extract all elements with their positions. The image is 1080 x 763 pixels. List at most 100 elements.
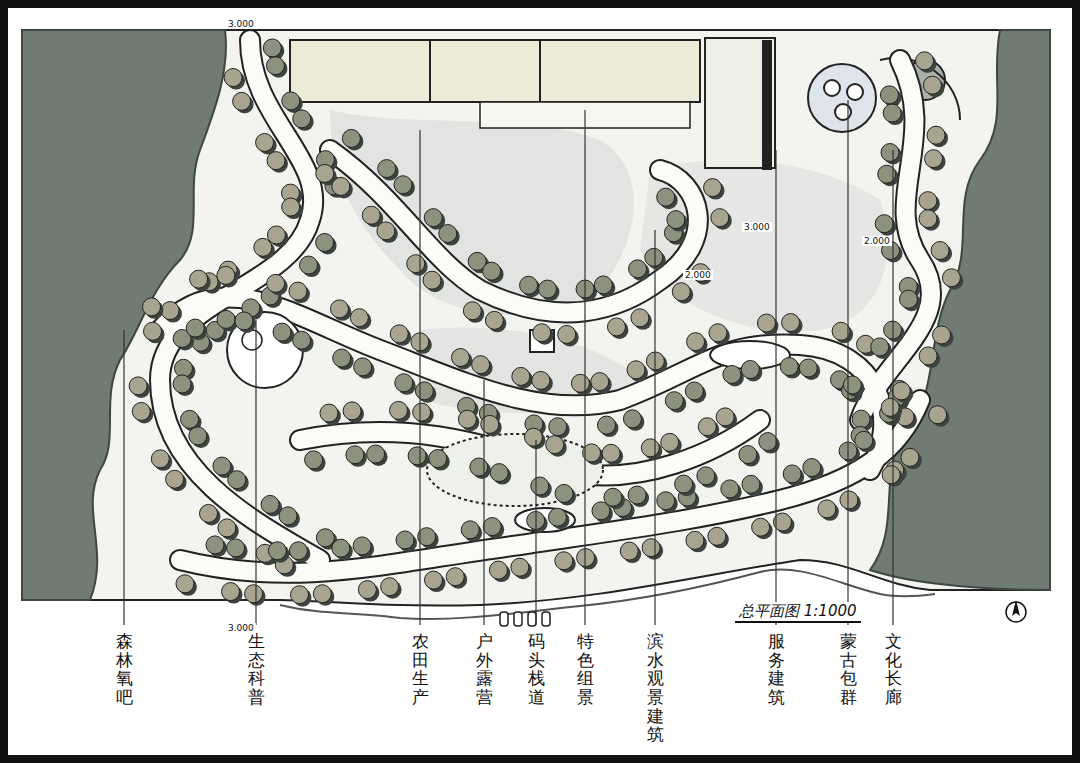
zone-label-holder: 农田生产 — [412, 632, 429, 707]
tree-symbol — [396, 531, 414, 549]
tree-symbol — [333, 349, 351, 367]
tree-symbol — [217, 310, 235, 328]
tree-symbol — [597, 416, 615, 434]
zone-label-holder: 滨水观景建筑 — [647, 632, 664, 744]
tree-symbol — [424, 209, 442, 227]
tree-symbol — [186, 319, 204, 337]
tree-symbol — [289, 282, 307, 300]
tree-symbol — [353, 537, 371, 555]
tree-symbol — [350, 309, 368, 327]
zone-label: 农田生产 — [412, 632, 429, 707]
tree-symbol — [882, 466, 900, 484]
tree-symbol — [483, 518, 501, 536]
tree-symbol — [289, 542, 307, 560]
tree-symbol — [875, 215, 893, 233]
tree-symbol — [919, 192, 937, 210]
tree-symbol — [687, 333, 705, 351]
tree-symbol — [143, 298, 161, 316]
zone-label: 文化长廊 — [885, 632, 902, 707]
tree-symbol — [176, 575, 194, 593]
tree-symbol — [144, 322, 162, 340]
tree-symbol — [667, 211, 685, 229]
tree-symbol — [377, 222, 395, 240]
tree-symbol — [641, 439, 659, 457]
zone-label-holder: 码头栈道 — [528, 632, 545, 707]
tree-symbol — [413, 403, 431, 421]
zone-label: 森林氧吧 — [116, 632, 133, 707]
tree-symbol — [293, 110, 311, 128]
tree-symbol — [199, 504, 217, 522]
tree-symbol — [342, 129, 360, 147]
tree-symbol — [881, 398, 899, 416]
tree-symbol — [520, 276, 538, 294]
tree-symbol — [235, 312, 253, 330]
tree-symbol — [923, 76, 941, 94]
tree-symbol — [916, 52, 934, 70]
tree-symbol — [657, 492, 675, 510]
tree-symbol — [472, 356, 490, 374]
tree-symbol — [378, 160, 396, 178]
tree-symbol — [665, 392, 683, 410]
tree-symbol — [189, 427, 207, 445]
tree-symbol — [267, 274, 285, 292]
tree-symbol — [708, 527, 726, 545]
tree-symbol — [929, 406, 947, 424]
tree-symbol — [799, 359, 817, 377]
tree-symbol — [463, 302, 481, 320]
plan-title: 总平面图 1:1000 — [735, 602, 861, 623]
tree-symbol — [282, 92, 300, 110]
tree-symbol — [293, 331, 311, 349]
tree-symbol — [721, 480, 739, 498]
zone-label-holder: 生态科普 — [248, 632, 265, 707]
tree-symbol — [623, 410, 641, 428]
elevation-mark-holder: 3.000 — [226, 617, 256, 635]
elevation-mark-holder: 3.000 — [226, 13, 256, 31]
tree-symbol — [461, 521, 479, 539]
tree-symbol — [657, 188, 675, 206]
tree-symbol — [395, 374, 413, 392]
tree-symbol — [933, 326, 951, 344]
tree-symbol — [332, 539, 350, 557]
tree-symbol — [173, 375, 191, 393]
tree-symbol — [254, 238, 272, 256]
tree-symbol — [305, 451, 323, 469]
zone-label-holder: 户外露营 — [476, 632, 493, 707]
tree-symbol — [390, 325, 408, 343]
tree-symbol — [548, 508, 566, 526]
tree-symbol — [704, 179, 722, 197]
tree-symbol — [899, 290, 917, 308]
tree-symbol — [343, 402, 361, 420]
tree-symbol — [546, 436, 564, 454]
tree-symbol — [852, 410, 870, 428]
tree-symbol — [716, 408, 734, 426]
tree-symbol — [273, 323, 291, 341]
zone-label: 特色组景 — [577, 632, 594, 707]
tree-symbol — [832, 322, 850, 340]
tree-symbol — [316, 233, 334, 251]
elevation-mark: 2.000 — [862, 236, 892, 246]
tree-symbol — [855, 431, 873, 449]
tree-symbol — [631, 309, 649, 327]
elevation-mark-holder: 2.000 — [862, 230, 892, 248]
zone-label: 码头栈道 — [528, 632, 545, 707]
tree-symbol — [925, 150, 943, 168]
tree-symbol — [686, 531, 704, 549]
tree-symbol — [261, 495, 279, 513]
tree-symbol — [222, 583, 240, 601]
tree-symbol — [511, 558, 529, 576]
tree-symbol — [233, 92, 251, 110]
tree-symbol — [892, 382, 910, 400]
tree-symbol — [709, 324, 727, 342]
tree-symbol — [675, 475, 693, 493]
tree-symbol — [313, 585, 331, 603]
tree-symbol — [594, 276, 612, 294]
tree-symbol — [628, 486, 646, 504]
elevation-mark: 3.000 — [742, 222, 772, 232]
zone-label: 蒙古包群 — [840, 632, 857, 707]
tree-symbol — [881, 144, 899, 162]
zone-label: 生态科普 — [248, 632, 265, 707]
elevation-mark: 3.000 — [226, 623, 256, 633]
tree-symbol — [490, 464, 508, 482]
tree-symbol — [512, 367, 530, 385]
tree-symbol — [742, 475, 760, 493]
